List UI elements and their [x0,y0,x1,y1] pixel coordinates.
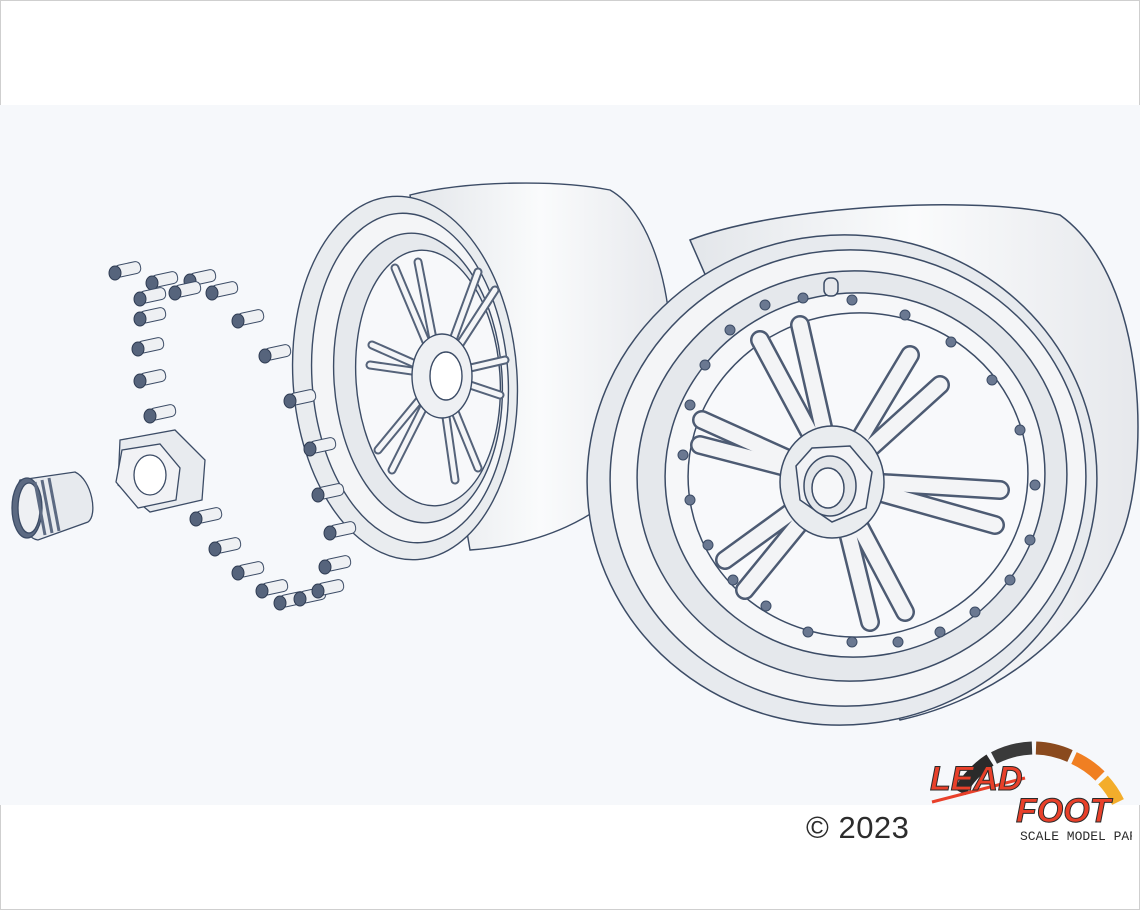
bolt [303,437,337,457]
left-wheel [291,182,672,561]
right-wheel [586,204,1139,726]
cad-render-area [0,105,1140,805]
bolt [108,261,142,281]
bolt [231,309,265,329]
bolt [311,483,345,503]
bolt [208,537,242,557]
bolt [133,307,167,327]
bolt [283,389,317,409]
bolt [323,521,357,541]
bolt [311,579,345,599]
bolt [205,281,239,301]
spline-adapter [11,471,94,541]
wheel-bolts [108,261,357,611]
logo-word-lead: LEAD [930,760,1023,798]
leadfoot-logo: LEAD FOOT SCALE MODEL PARTS [930,741,1132,844]
bolt [143,404,177,424]
logo-gauge-arc [954,741,1124,806]
copyright-text: © 2023 [806,810,910,845]
center-nut [115,429,206,513]
bolt [131,337,165,357]
logo-tagline: SCALE MODEL PARTS [1020,829,1132,844]
bolt [133,369,167,389]
bolt [231,561,265,581]
bolt [145,271,179,291]
bolt [133,287,167,307]
bolt [168,281,202,301]
logo-word-foot: FOOT [1016,792,1114,830]
bolt [318,555,352,575]
bolt [258,344,292,364]
bolt [183,269,217,289]
bolt [189,507,223,527]
bolt [255,579,289,599]
